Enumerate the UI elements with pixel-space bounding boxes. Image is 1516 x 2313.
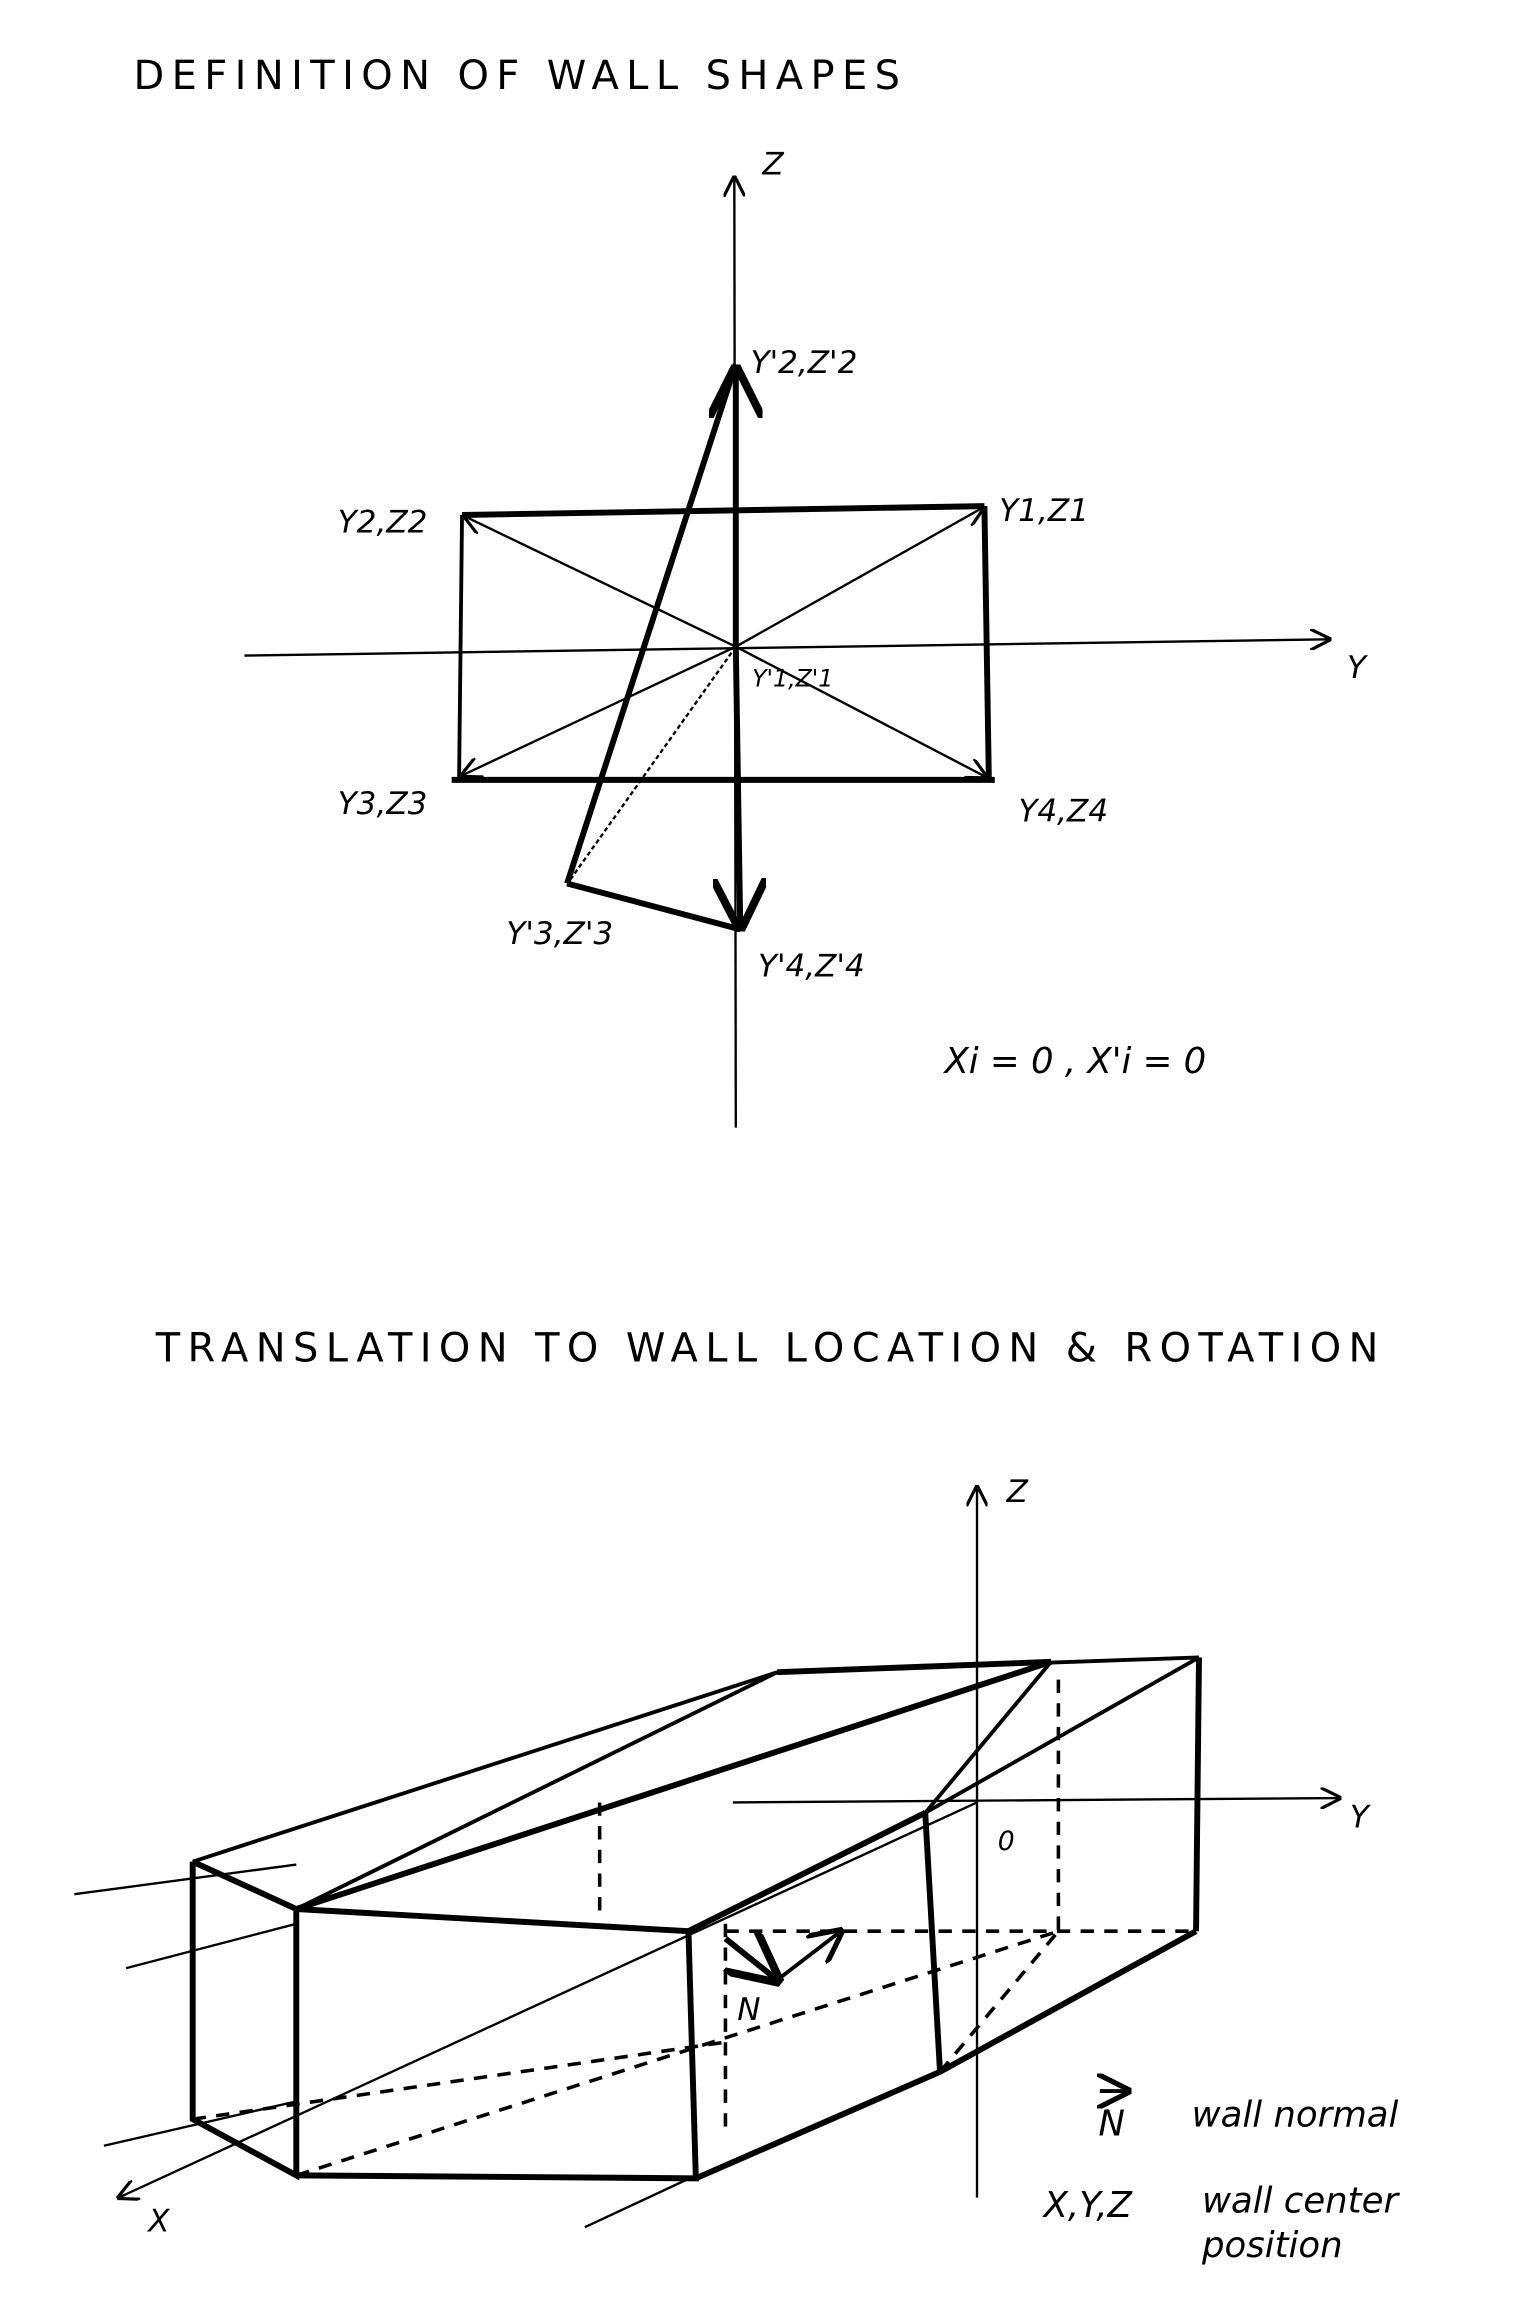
y-axis-3d-label: Y: [1350, 1800, 1371, 1836]
wall-normal-vector: N: [725, 1931, 840, 2028]
legend: N wall normal X,Y,Z wall center position: [1042, 2091, 1399, 2266]
legend-symbol-position: X,Y,Z: [1042, 2185, 1133, 2226]
point-label-p4-prime: Y'4,Z'4: [758, 949, 865, 985]
bottom-title: TRANSLATION TO WALL LOCATION & ROTATION: [155, 1325, 1386, 1371]
origin-label: 0: [998, 1826, 1015, 1857]
point-label-p2-prime: Y'2,Z'2: [751, 345, 858, 381]
y-axis-label: Y: [1347, 650, 1368, 686]
point-label-p3: Y3,Z3: [338, 786, 428, 822]
legend-symbol-normal: N: [1098, 2103, 1125, 2144]
wall-shape-definition-diagram: DEFINITION OF WALL SHAPES Z Y Y'2,Z'2 Y2…: [134, 53, 1368, 1128]
y-axis-3d: [732, 1798, 1340, 1802]
legend-text-position: wall center position: [1201, 2179, 1399, 2266]
x-zero-condition: Xi = 0 , X'i = 0: [942, 1041, 1206, 1082]
wall-box: [74, 1655, 1202, 2229]
z-axis-label: Z: [761, 147, 784, 183]
top-title: DEFINITION OF WALL SHAPES: [134, 53, 908, 99]
x-axis-3d-label: X: [146, 2204, 170, 2240]
z-axis-3d-label: Z: [1006, 1474, 1029, 1510]
original-rectangle: [451, 503, 995, 783]
point-label-p4: Y4,Z4: [1018, 793, 1108, 829]
rotated-shape: [564, 363, 740, 933]
legend-text-normal: wall normal: [1192, 2095, 1399, 2136]
point-label-p3-prime: Y'3,Z'3: [506, 916, 613, 952]
x-axis-3d: [119, 1801, 978, 2197]
y-axis: [244, 639, 1329, 657]
corner-vectors: [462, 508, 986, 883]
point-label-p1: Y1,Z1: [999, 493, 1089, 529]
point-label-p2: Y2,Z2: [338, 505, 428, 541]
wall-translation-rotation-diagram: TRANSLATION TO WALL LOCATION & ROTATION …: [74, 1325, 1399, 2266]
point-label-p1-prime: Y'1,Z'1: [752, 665, 833, 693]
normal-label: N: [737, 1992, 760, 2028]
